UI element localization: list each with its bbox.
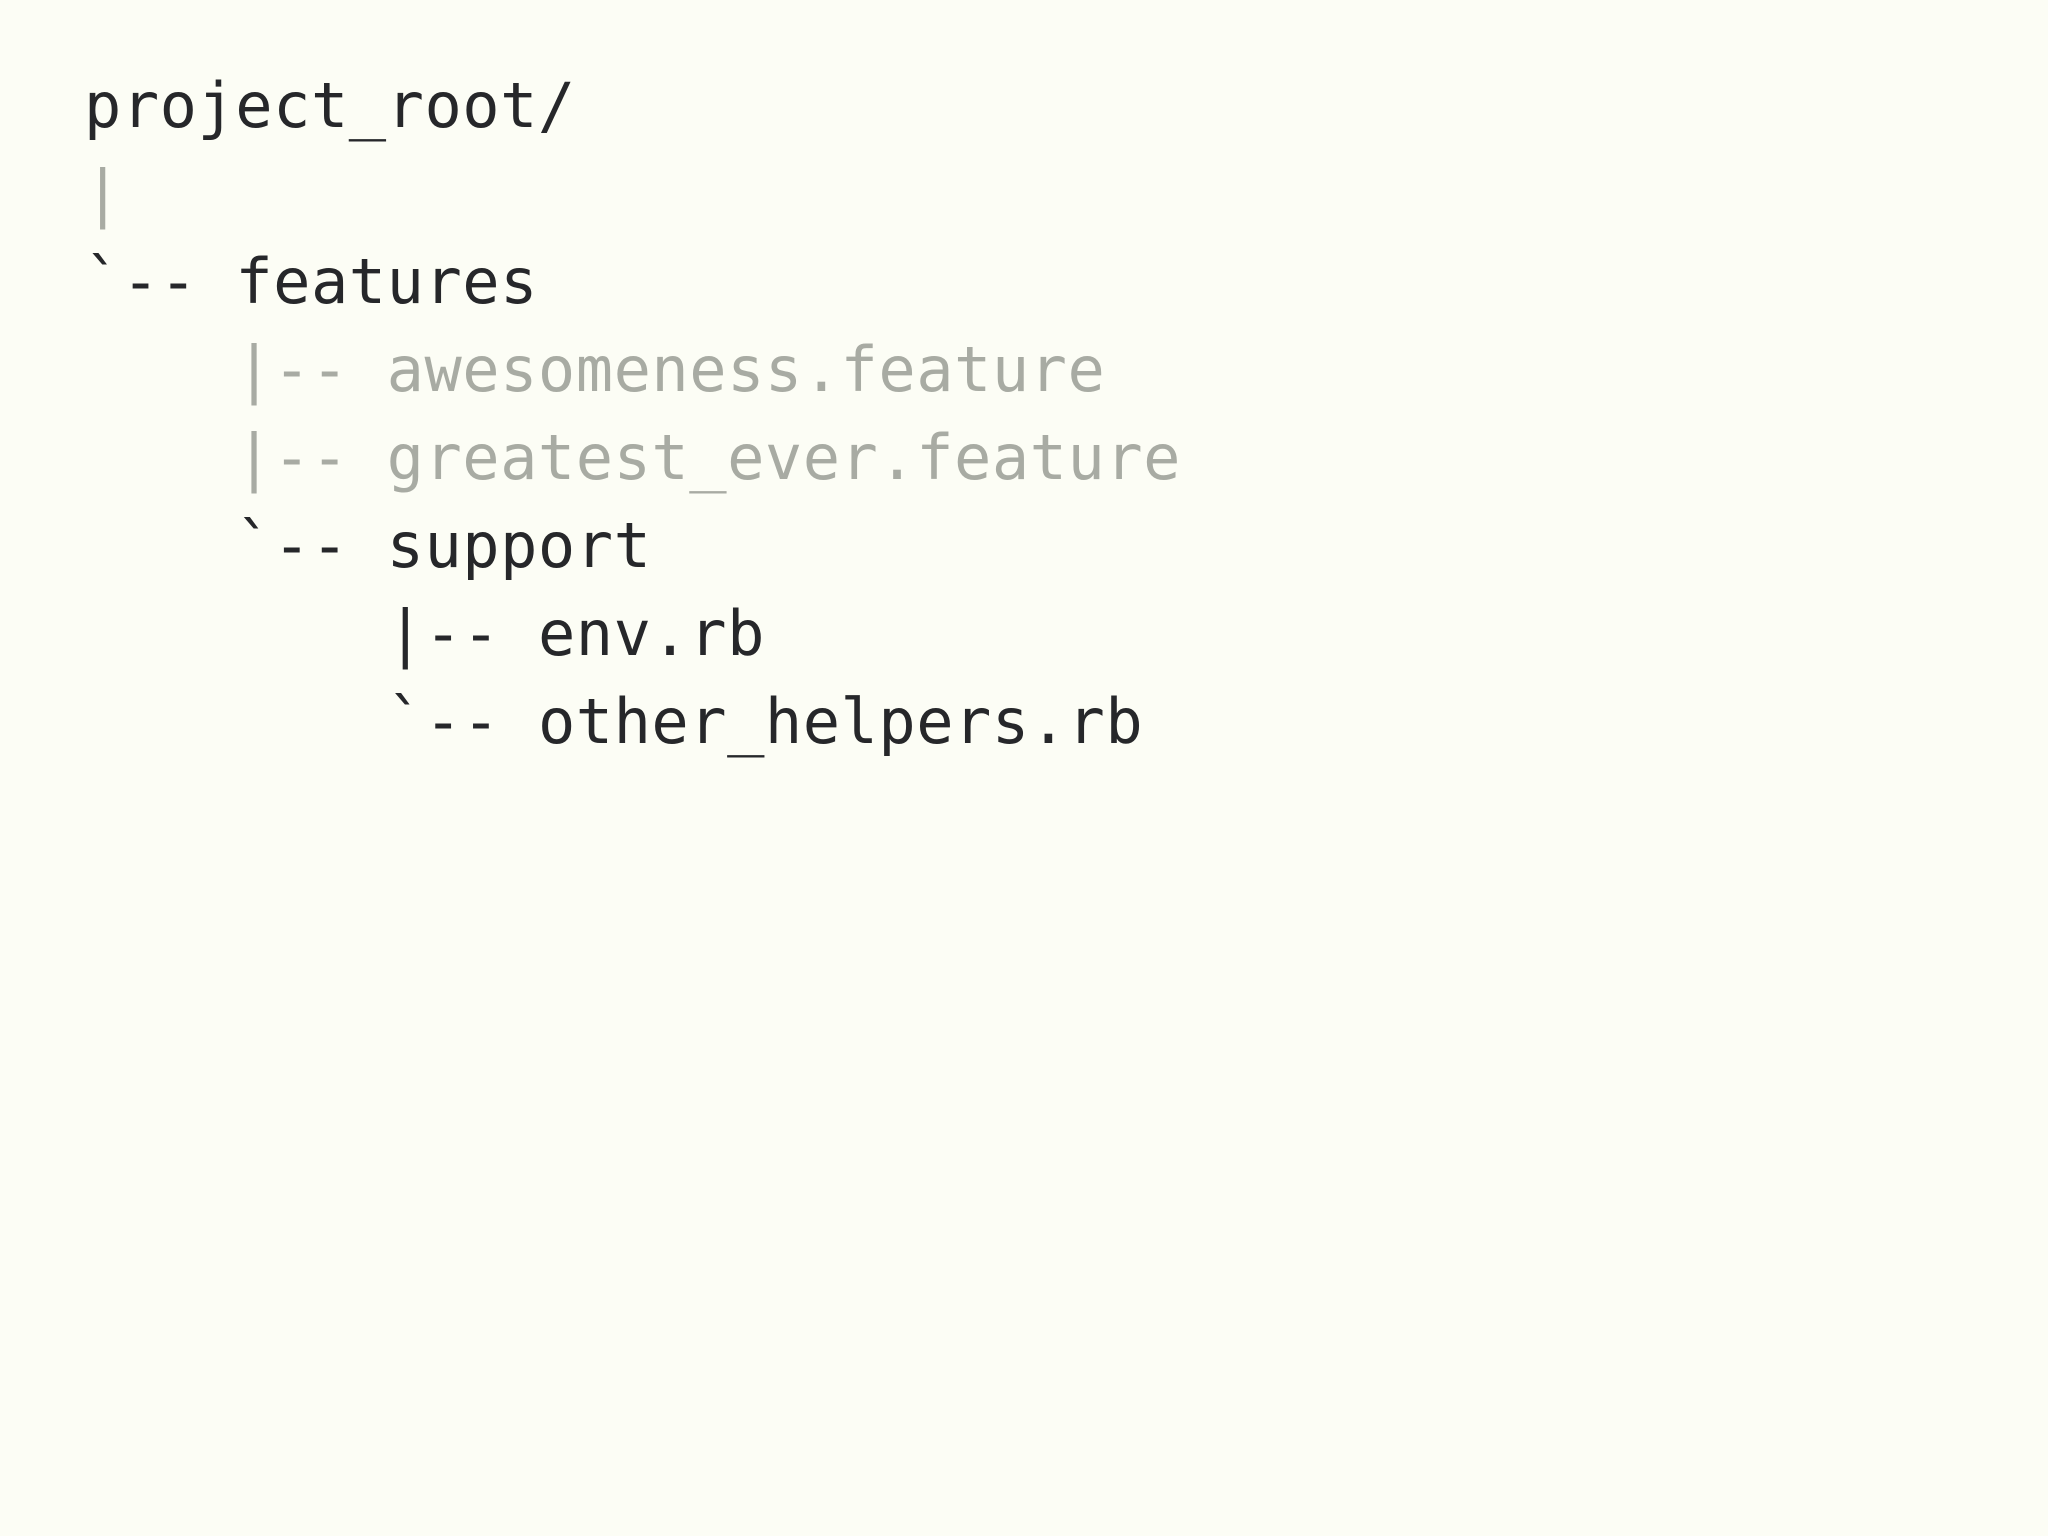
tree-file-row[interactable]: |-- env.rb — [84, 590, 2048, 678]
tree-directory-name[interactable]: support — [386, 509, 652, 582]
tree-file-row[interactable]: `-- other_helpers.rb — [84, 678, 2048, 766]
tree-file-name[interactable]: env.rb — [537, 597, 765, 670]
tree-file-row[interactable]: |-- awesomeness.feature — [84, 326, 2048, 414]
tree-branch-glyph: | — [84, 157, 122, 230]
tree-indent — [84, 333, 235, 406]
tree-branch-glyph: `-- — [386, 685, 538, 758]
tree-directory-row[interactable]: project_root/ — [84, 62, 2048, 150]
tree-file-name[interactable]: other_helpers.rb — [537, 685, 1144, 758]
tree-directory-name[interactable]: project_root/ — [84, 69, 576, 142]
tree-indent — [84, 509, 235, 582]
directory-tree: project_root/ | `-- features |-- awesomene… — [84, 62, 2048, 766]
tree-file-row[interactable]: |-- greatest_ever.feature — [84, 414, 2048, 502]
tree-connector: | — [84, 150, 2048, 238]
tree-directory-name[interactable]: features — [235, 245, 538, 318]
tree-branch-glyph: |-- — [386, 597, 538, 670]
tree-branch-glyph: `-- — [84, 245, 236, 318]
tree-branch-glyph: `-- — [235, 509, 387, 582]
tree-indent — [84, 421, 235, 494]
tree-branch-glyph: |-- — [235, 421, 387, 494]
tree-file-name[interactable]: greatest_ever.feature — [386, 421, 1181, 494]
tree-branch-glyph: |-- — [235, 333, 387, 406]
tree-directory-row[interactable]: `-- support — [84, 502, 2048, 590]
tree-indent — [84, 597, 387, 670]
tree-file-name[interactable]: awesomeness.feature — [386, 333, 1106, 406]
tree-directory-row[interactable]: `-- features — [84, 238, 2048, 326]
tree-indent — [84, 685, 387, 758]
